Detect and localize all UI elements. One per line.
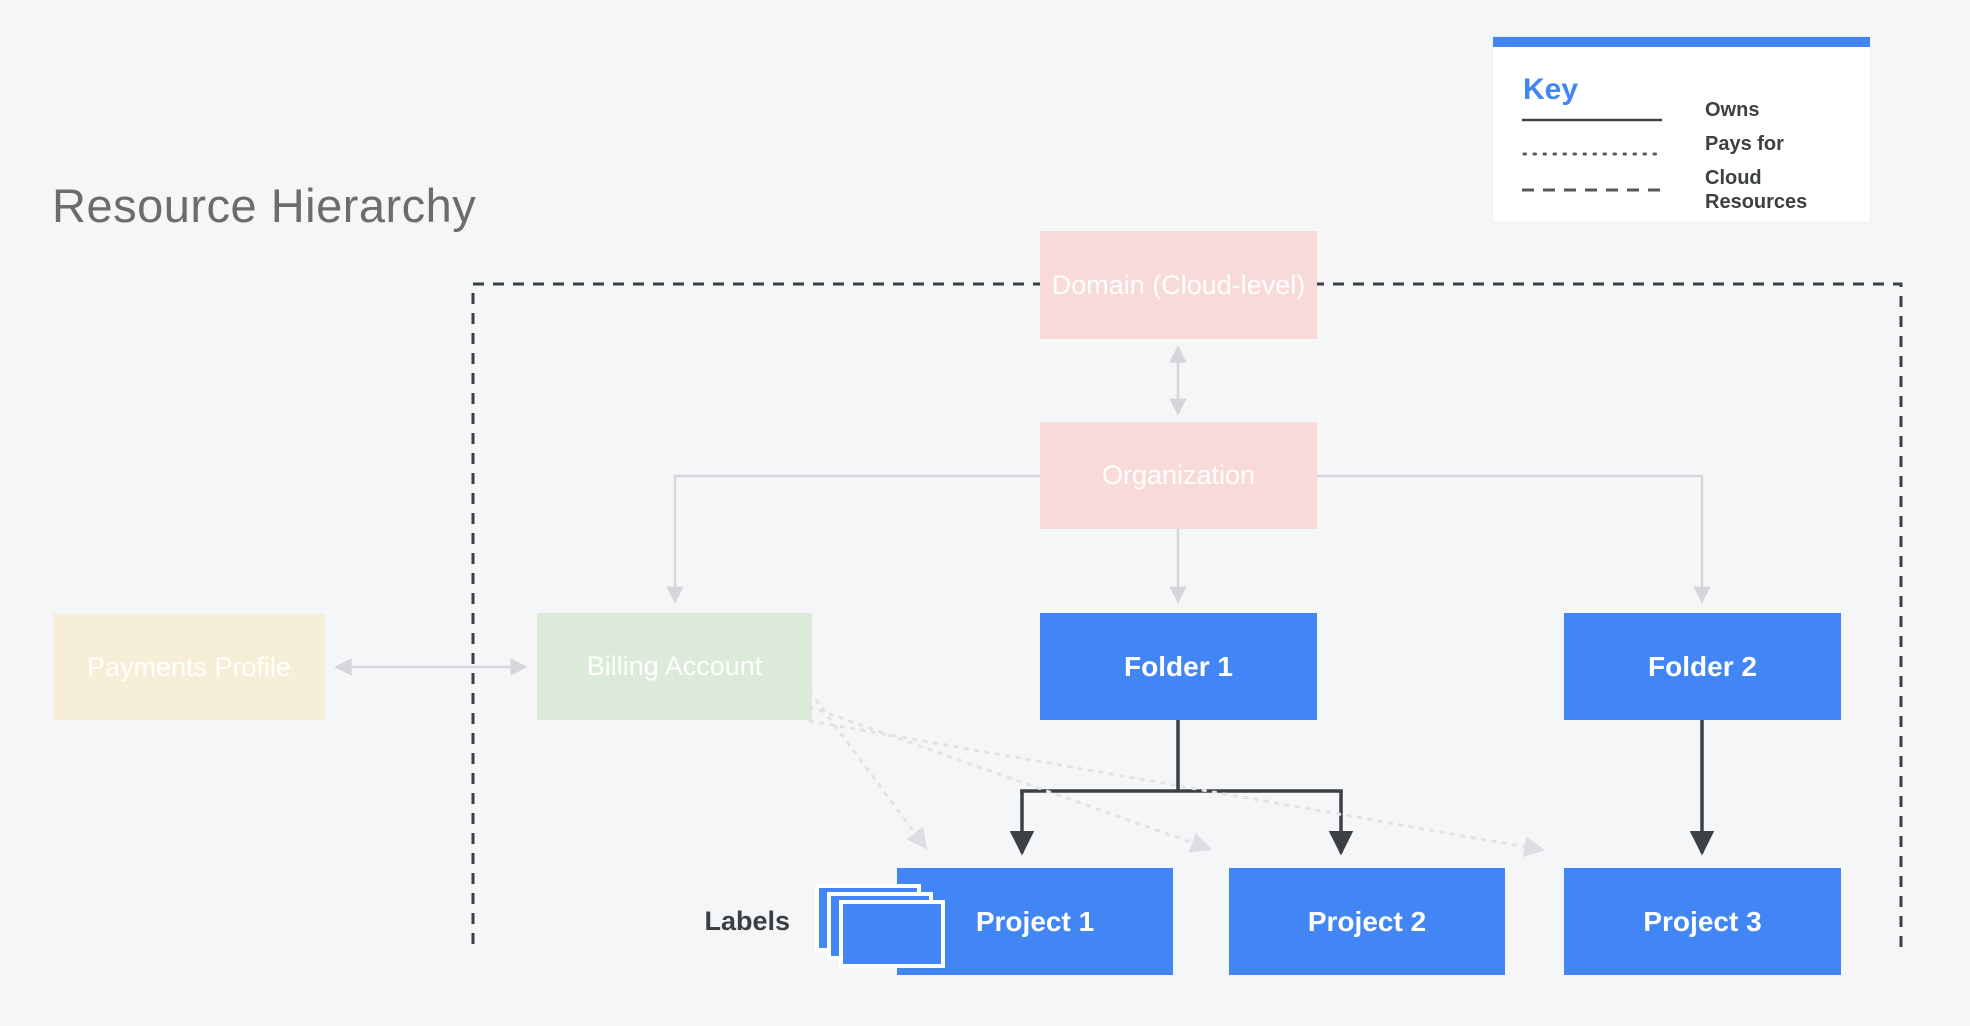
node-project-3: Project 3 <box>1564 868 1841 975</box>
node-payments-profile-label: Payments Profile <box>86 651 292 682</box>
node-folder-1-label: Folder 1 <box>1124 650 1233 682</box>
node-folder-2-label: Folder 2 <box>1648 650 1757 682</box>
legend-label-cloud-resources: Cloud Resources <box>1705 167 1808 214</box>
label-card-icon <box>839 900 945 968</box>
node-organization: Organization <box>1040 422 1317 529</box>
pays-for-billing-project-1 <box>808 690 928 850</box>
legend-key: Key Owns Pays for Cloud Resources <box>1493 37 1870 222</box>
node-project-3-label: Project 3 <box>1643 905 1762 937</box>
legend-title: Key <box>1523 73 1579 106</box>
pays-for-billing-project-2 <box>808 705 1212 853</box>
node-folder-2: Folder 2 <box>1564 613 1841 720</box>
pays-for-billing-project-3 <box>808 719 1546 858</box>
legend-accent-bar <box>1493 37 1870 47</box>
folder-1-branch-line <box>1020 718 1343 793</box>
arrow-organization-folder-2 <box>1317 474 1711 604</box>
labels-caption: Labels <box>704 906 790 936</box>
legend-label-owns: Owns <box>1705 99 1760 121</box>
node-project-2-label: Project 2 <box>1307 905 1427 937</box>
node-folder-1: Folder 1 <box>1040 613 1317 720</box>
node-project-2: Project 2 <box>1229 868 1505 975</box>
node-billing-account: Billing Account <box>537 613 812 720</box>
arrow-organization-billing-account <box>666 474 1040 604</box>
labels-stack-icon <box>815 884 945 968</box>
pays-for-line-sample <box>1522 152 1662 156</box>
node-organization-label: Organization <box>1101 460 1256 490</box>
node-domain: Domain (Cloud-level) <box>1040 231 1317 339</box>
page-title: Resource Hierarchy <box>52 179 477 232</box>
legend-label-pays-for: Pays for <box>1705 133 1784 155</box>
node-billing-account-label: Billing Account <box>586 651 763 681</box>
node-project-1-label: Project 1 <box>975 905 1095 937</box>
cloud-resources-line-sample <box>1522 188 1662 192</box>
cloud-resources-boundary-dashed <box>471 282 1903 950</box>
owns-line-sample <box>1522 118 1662 122</box>
node-payments-profile: Payments Profile <box>53 614 325 720</box>
node-domain-label: Domain (Cloud-level) <box>1051 269 1306 300</box>
